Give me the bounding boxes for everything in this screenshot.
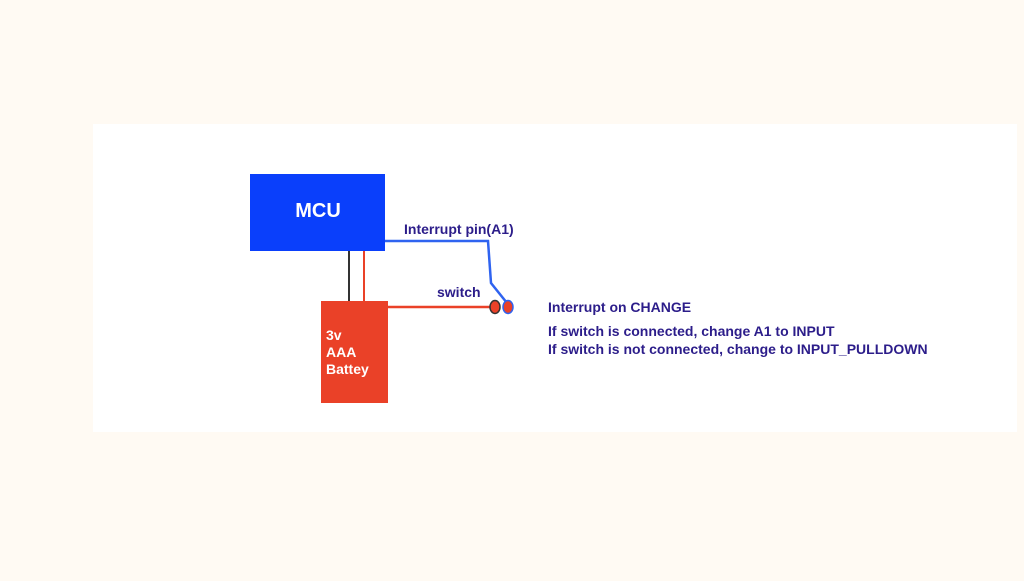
battery-label-type: AAA <box>326 344 357 360</box>
diagram-canvas <box>93 124 1017 432</box>
notes-title: Interrupt on CHANGE <box>548 299 692 315</box>
switch-contact-right <box>502 299 514 315</box>
switch-contact-left <box>489 299 501 315</box>
switch-label: switch <box>437 284 481 300</box>
mcu-block: MCU <box>250 174 385 251</box>
interrupt-notes: Interrupt on CHANGE If switch is connect… <box>548 299 928 358</box>
battery-label-name: Battey <box>326 361 369 377</box>
interrupt-pin-label: Interrupt pin(A1) <box>404 221 514 237</box>
mcu-label: MCU <box>295 200 341 222</box>
battery-block: 3v AAA Battey <box>321 301 388 403</box>
notes-rule-connected: If switch is connected, change A1 to INP… <box>548 323 835 339</box>
interrupt-wire <box>385 239 508 304</box>
notes-rule-not-connected: If switch is not connected, change to IN… <box>548 341 928 357</box>
battery-label-voltage: 3v <box>326 327 342 343</box>
